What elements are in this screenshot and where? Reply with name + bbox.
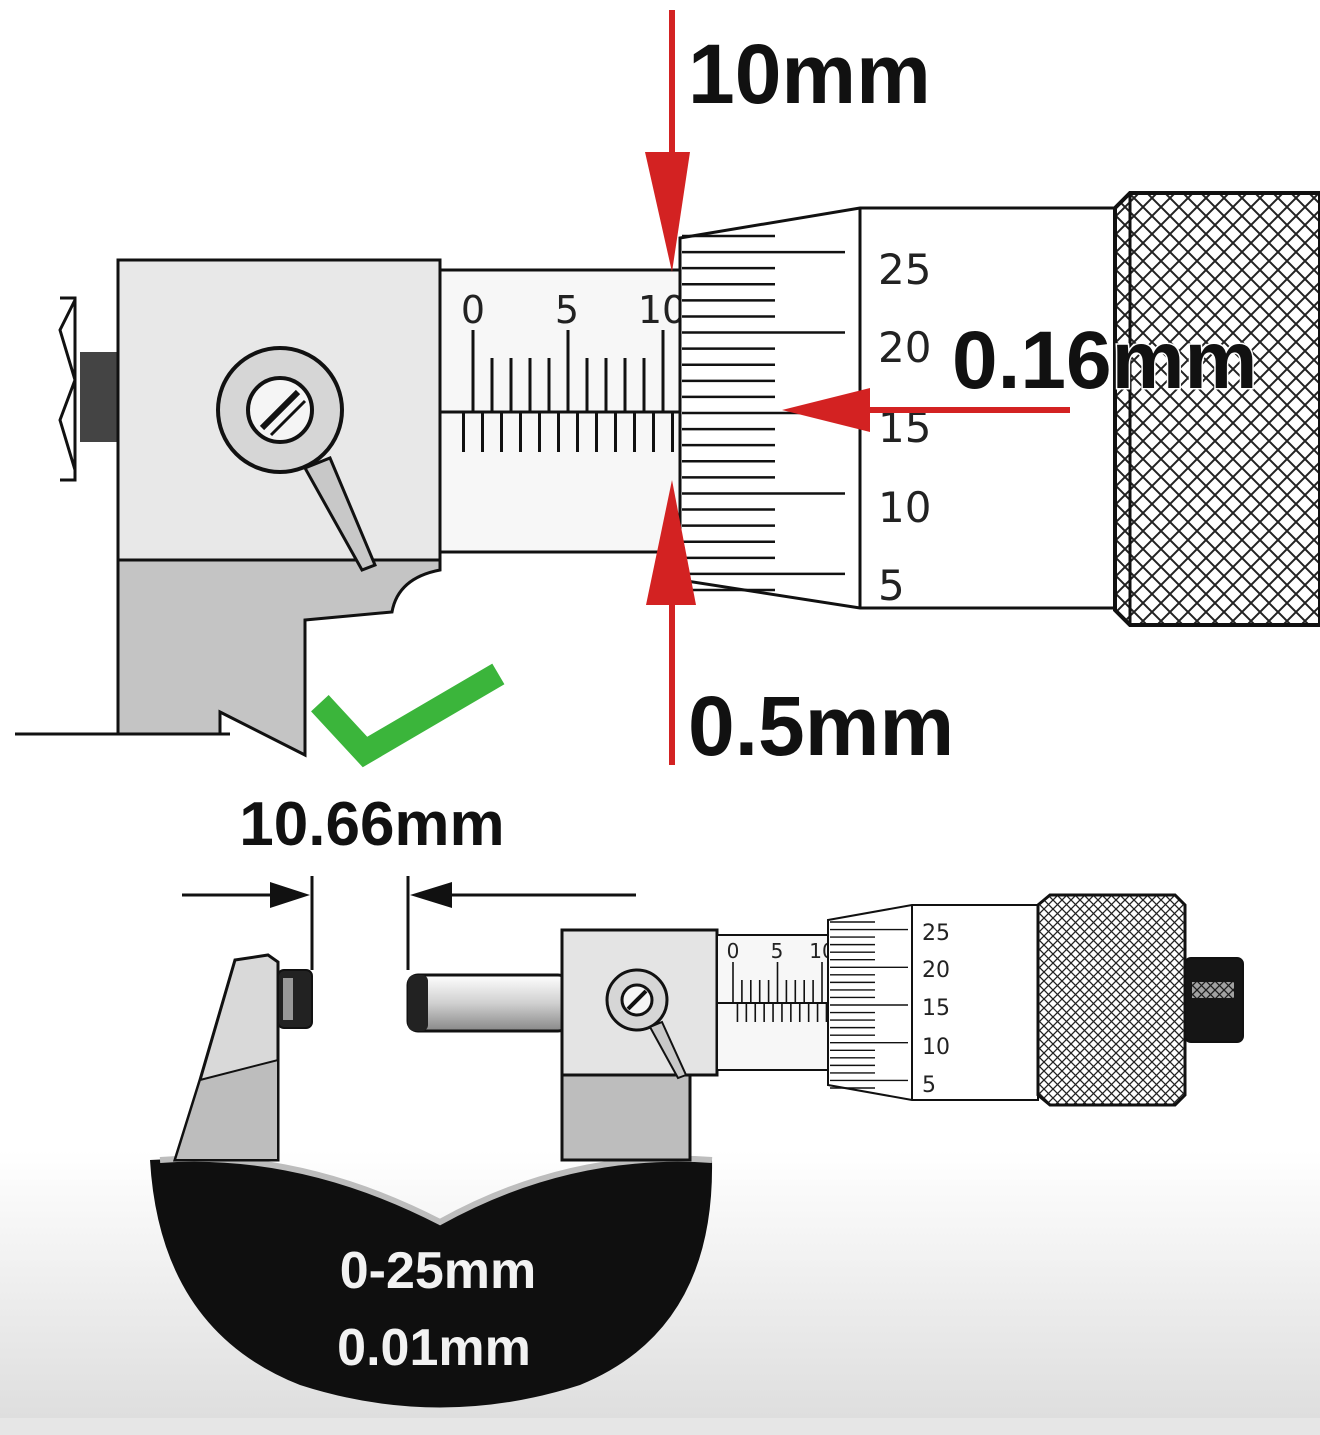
anvil-arm-shade <box>173 1058 279 1161</box>
zoom-thimble-number: 5 <box>878 561 905 610</box>
frame-arc <box>150 1158 713 1408</box>
label-range: 0-25mm <box>340 1242 537 1300</box>
lock-screw-icon <box>216 346 377 572</box>
frame-arc-highlight <box>159 1155 713 1226</box>
check-mark-icon <box>311 663 505 768</box>
sleeve-number: 5 <box>771 939 784 963</box>
thimble-number: 15 <box>922 996 950 1021</box>
zoom-knurled-grip <box>1113 191 1320 627</box>
knurled-grip <box>1036 893 1187 1107</box>
arrow-main-reading <box>645 10 690 272</box>
frame-column <box>560 1073 692 1162</box>
zoom-thimble-number: 25 <box>878 245 931 294</box>
arrow-half-mm <box>646 480 696 765</box>
zoomed-micrometer: 0 5 10 25 20 15 10 5 10mm 0.5mm 0.16mm <box>15 10 1320 773</box>
thimble-ticks <box>830 921 908 1089</box>
arrow-thimble-reading <box>782 388 1070 432</box>
zoom-thimble-ticks <box>682 234 845 592</box>
spindle <box>406 973 570 1033</box>
zoom-sleeve-number: 10 <box>638 288 686 332</box>
thimble-number: 20 <box>922 958 950 983</box>
zoom-anvil-stub <box>58 296 120 482</box>
thimble-number: 25 <box>922 921 950 946</box>
spindle-tip <box>408 975 428 1031</box>
lock-screw-icon <box>605 968 688 1080</box>
label-result: 10.66mm <box>239 790 504 859</box>
zoom-thimble-number: 20 <box>878 323 931 372</box>
zoom-sleeve-number: 0 <box>461 288 485 332</box>
ratchet-texture <box>1192 982 1234 998</box>
zoom-sleeve-ticks <box>462 330 674 452</box>
zoom-sleeve-number: 5 <box>555 288 579 332</box>
ratchet-end <box>1184 957 1244 1043</box>
sleeve-ticks <box>732 962 828 1022</box>
label-half-mm: 0.5mm <box>688 679 954 773</box>
dimension-indicator <box>182 876 636 970</box>
anvil-shine <box>283 978 293 1020</box>
label-resolution: 0.01mm <box>337 1319 531 1377</box>
thimble-number: 5 <box>922 1073 936 1098</box>
label-main-reading: 10mm <box>688 27 931 121</box>
full-micrometer: 0 5 10 25 20 15 10 5 0-25mm 0.01mm <box>150 876 1244 1408</box>
zoom-frame-lower <box>116 558 442 758</box>
bottom-strip <box>0 1418 1320 1435</box>
label-thimble-reading: 0.16mm <box>952 315 1257 406</box>
zoom-thimble-number: 10 <box>878 483 931 532</box>
thimble-number: 10 <box>922 1035 950 1060</box>
sleeve-number: 0 <box>727 939 740 963</box>
